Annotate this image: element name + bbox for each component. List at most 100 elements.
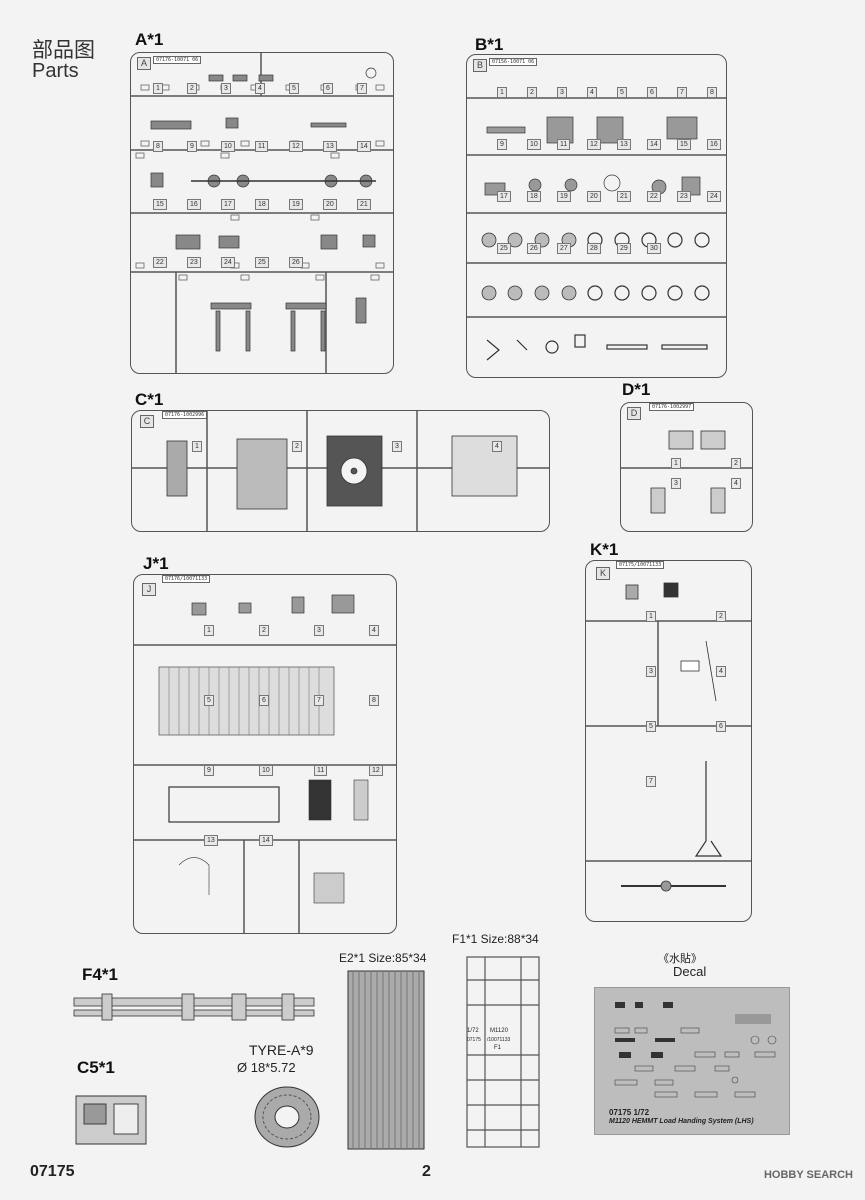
sprue-b-part-number: 15 [677, 139, 691, 150]
sprue-b-part-number: 14 [647, 139, 661, 150]
sprue-b-part-number: 1 [497, 87, 507, 98]
sprue-k-code-tag: 07175/10071133 [616, 561, 665, 569]
sprue-c-drawing [132, 411, 549, 531]
f1-mark-kit: 07175 [467, 1037, 481, 1043]
sprue-j-drawing [134, 594, 396, 933]
sprue-j-part-number: 10 [259, 765, 273, 776]
decal-caption-kit: 07175 1/72 [609, 1108, 650, 1117]
sprue-j-label: J*1 [143, 554, 169, 573]
part-f4-drawing [73, 993, 315, 1021]
sprue-d-part-number: 3 [671, 478, 681, 489]
sprue-a-frame: A 07176-10071 06 [130, 52, 394, 374]
decal-label: Decal [673, 964, 707, 979]
part-f4-label: F4*1 [82, 965, 118, 984]
decal-sheet-drawing [614, 1002, 777, 1098]
sprue-a-part-number: 17 [221, 199, 235, 210]
sprue-b-label: B*1 [475, 35, 504, 54]
sprue-a-part-number: 9 [187, 141, 197, 152]
sprue-a-part-number: 6 [323, 83, 333, 94]
kit-number: 07175 [30, 1163, 75, 1180]
sprue-b-part-number: 7 [677, 87, 687, 98]
sprue-b-part-number: 22 [647, 191, 661, 202]
sprue-j-part-number: 1 [204, 625, 214, 636]
sprue-j-part-number: 4 [369, 625, 379, 636]
part-f1-drawing [466, 956, 540, 1148]
part-c5-drawing [75, 1095, 147, 1145]
sprue-k-part-number: 1 [646, 611, 656, 622]
sprue-d-drawing [621, 430, 752, 514]
sprue-a-part-number: 3 [221, 83, 231, 94]
sprue-b-part-number: 12 [587, 139, 601, 150]
sprue-b-drawing [467, 97, 726, 361]
sprue-j-part-number: 6 [259, 695, 269, 706]
sprue-b-part-number: 29 [617, 243, 631, 254]
sprue-k-part-number: 2 [716, 611, 726, 622]
sprue-a-part-number: 15 [153, 199, 167, 210]
sprue-k-part-number: 6 [716, 721, 726, 732]
sprue-b-part-number: 13 [617, 139, 631, 150]
page-title-cn: 部品图 [32, 38, 95, 62]
sprue-a-part-number: 20 [323, 199, 337, 210]
sprue-d-part-number: 2 [731, 458, 741, 469]
page-number: 2 [422, 1163, 431, 1180]
decal-caption-title: M1120 HEMMT Load Handing System (LHS) [609, 1118, 754, 1125]
decal-sheet: 07175 1/72 M1120 HEMMT Load Handing Syst… [594, 987, 790, 1135]
sprue-a-part-number: 23 [187, 257, 201, 268]
sprue-j-part-number: 12 [369, 765, 383, 776]
tyre-size: Ø 18*5.72 [237, 1060, 296, 1075]
f1-mark-code: /10071133 [487, 1037, 511, 1043]
sprue-b-part-number: 9 [497, 139, 507, 150]
sprue-d-part-number: 1 [671, 458, 681, 469]
sprue-a-part-number: 4 [255, 83, 265, 94]
sprue-b-part-number: 27 [557, 243, 571, 254]
sprue-a-part-number: 12 [289, 141, 303, 152]
sprue-c-corner-letter: C [140, 415, 154, 428]
sprue-a-part-number: 8 [153, 141, 163, 152]
sprue-b-part-number: 6 [647, 87, 657, 98]
sprue-a-part-number: 16 [187, 199, 201, 210]
sprue-b-part-number: 18 [527, 191, 541, 202]
sprue-c-label: C*1 [135, 390, 164, 409]
sprue-k-part-number: 4 [716, 666, 726, 677]
sprue-k-corner-letter: K [596, 567, 610, 580]
sprue-k-part-number: 7 [646, 776, 656, 787]
sprue-b-part-number: 10 [527, 139, 541, 150]
decal-label-cn: 《水貼》 [658, 952, 702, 965]
sprue-b-part-number: 8 [707, 87, 717, 98]
sprue-d-part-number: 4 [731, 478, 741, 489]
sprue-b-part-number: 2 [527, 87, 537, 98]
sprue-c-part-number: 1 [192, 441, 202, 452]
sprue-b-part-number: 21 [617, 191, 631, 202]
watermark-text: HOBBY SEARCH [763, 1169, 853, 1181]
sprue-a-part-number: 7 [357, 83, 367, 94]
sprue-b-part-number: 30 [647, 243, 661, 254]
sprue-d-label: D*1 [622, 380, 651, 399]
sprue-j-part-number: 14 [259, 835, 273, 846]
sprue-a-part-number: 21 [357, 199, 371, 210]
sprue-a-corner-letter: A [137, 57, 151, 70]
sprue-d-frame: D 07176-1002997 1 2 3 4 [620, 402, 753, 532]
f1-mark-part: F1 [494, 1045, 502, 1051]
sprue-j-code-tag: 07176/10071133 [162, 575, 211, 583]
sprue-b-part-number: 17 [497, 191, 511, 202]
sprue-a-part-number: 14 [357, 141, 371, 152]
sprue-k-part-number: 5 [646, 721, 656, 732]
sprue-a-label: A*1 [135, 30, 164, 49]
sprue-b-code-tag: 07156-10071 06 [489, 58, 538, 66]
sprue-b-part-number: 5 [617, 87, 627, 98]
sprue-a-part-number: 22 [153, 257, 167, 268]
sprue-b-part-number: 23 [677, 191, 691, 202]
sprue-b-part-number: 28 [587, 243, 601, 254]
sprue-b-part-number: 24 [707, 191, 721, 202]
sprue-j-corner-letter: J [142, 583, 156, 596]
sprue-a-part-number: 25 [255, 257, 269, 268]
sprue-d-corner-letter: D [627, 407, 641, 420]
sprue-d-code-tag: 07176-1002997 [649, 403, 695, 411]
sprue-j-part-number: 9 [204, 765, 214, 776]
sprue-c-part-number: 4 [492, 441, 502, 452]
sprue-a-part-number: 10 [221, 141, 235, 152]
sprue-j-part-number: 3 [314, 625, 324, 636]
